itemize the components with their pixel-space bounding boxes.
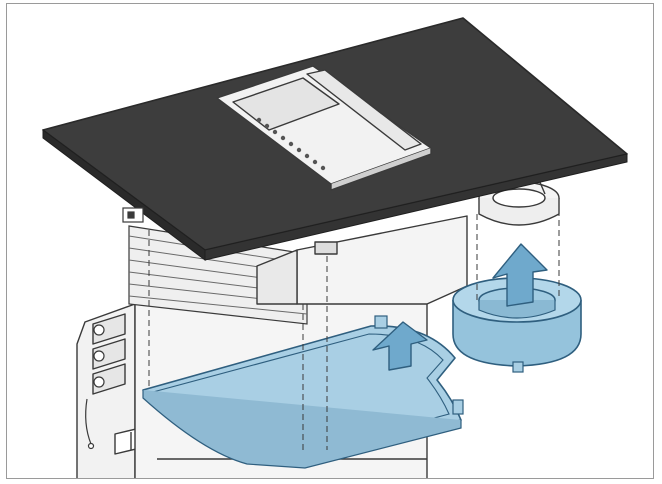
illustration-frame [6, 3, 654, 479]
cooktop-extractor-vent [216, 65, 432, 191]
up-arrow-icon [372, 321, 428, 371]
vent-grille [256, 117, 326, 171]
guide-lines [148, 210, 560, 454]
left-bracket [122, 207, 144, 223]
installation-diagram [42, 17, 628, 478]
motor-housing [256, 215, 468, 305]
filter-tray [142, 315, 464, 469]
up-arrow-icon [492, 243, 548, 307]
cooktop-right-edge [204, 153, 628, 261]
left-connectors [85, 324, 105, 450]
